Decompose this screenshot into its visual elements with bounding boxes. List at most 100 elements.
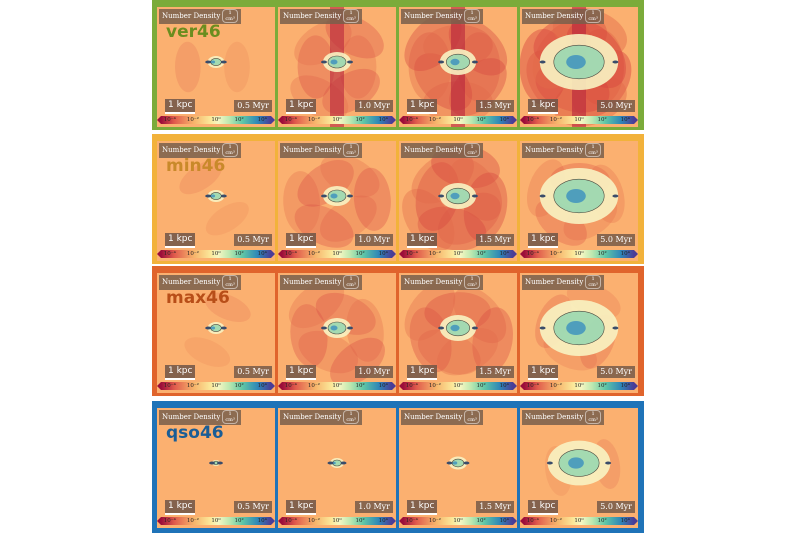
scale-bar: 1 kpc xyxy=(528,99,559,114)
colorbar-tick-label: 10² xyxy=(597,518,607,524)
time-label: 1.0 Myr xyxy=(355,100,393,112)
time-label: 0.5 Myr xyxy=(234,100,272,112)
colorbar-tick-label: 10⁻⁴ xyxy=(526,518,539,524)
colorbar-tick-label: 10⁴ xyxy=(257,117,267,123)
colorbar-tick-label: 10⁴ xyxy=(378,117,388,123)
colorbar-tick-label: 10⁰ xyxy=(574,117,584,123)
unit-denominator: cm³ xyxy=(225,16,235,22)
colorbar-tick-label: 10⁻² xyxy=(549,383,562,389)
colorbar-tick-label: 10⁴ xyxy=(620,117,630,123)
time-label: 5.0 Myr xyxy=(597,234,635,246)
colorbar-tick-label: 10² xyxy=(355,251,365,257)
colorbar-tick-label: 10² xyxy=(355,117,365,123)
colorbar-tick-label: 10⁻² xyxy=(307,251,320,257)
header-label: Number Density xyxy=(404,278,463,286)
unit-numerator: 1 xyxy=(470,411,474,417)
unit-denominator: cm³ xyxy=(225,282,235,288)
colorbar-tick-label: 10⁰ xyxy=(453,383,463,389)
time-label: 1.5 Myr xyxy=(476,366,514,378)
colorbar-tick-label: 10⁴ xyxy=(620,518,630,524)
colorbar-tick-label: 10² xyxy=(234,117,244,123)
colorbar-tick-label: 10⁻⁴ xyxy=(163,518,176,524)
header-label: Number Density xyxy=(525,278,584,286)
colorbar-tick-label: 10⁻⁴ xyxy=(405,518,418,524)
colorbar-tick-label: 10⁻² xyxy=(307,117,320,123)
colorbar-tick-label: 10⁻⁴ xyxy=(284,251,297,257)
colorbar-tick-label: 10⁴ xyxy=(378,518,388,524)
colorbar-tick-label: 10⁻² xyxy=(186,251,199,257)
scale-bar: 1 kpc xyxy=(407,99,438,114)
colorbar-tick-label: 10² xyxy=(355,518,365,524)
colorbar-tick-label: 10⁰ xyxy=(453,518,463,524)
scale-bar: 1 kpc xyxy=(407,500,438,515)
scale-bar: 1 kpc xyxy=(165,500,196,515)
unit-numerator: 1 xyxy=(591,411,595,417)
colorbar-tick-label: 10⁰ xyxy=(453,251,463,257)
unit-denominator: cm³ xyxy=(467,282,477,288)
scale-bar: 1 kpc xyxy=(165,99,196,114)
colorbar-tick-label: 10⁰ xyxy=(574,251,584,257)
time-label: 1.0 Myr xyxy=(355,234,393,246)
colorbar-tick-label: 10² xyxy=(355,383,365,389)
colorbar-tick-label: 10⁻⁴ xyxy=(526,251,539,257)
scale-bar: 1 kpc xyxy=(286,365,317,380)
header-label: Number Density xyxy=(525,413,584,421)
unit-numerator: 1 xyxy=(470,144,474,150)
unit-denominator: cm³ xyxy=(588,150,598,156)
row-label: qso46 xyxy=(166,423,224,443)
time-label: 1.0 Myr xyxy=(355,501,393,513)
colorbar-tick-label: 10⁻² xyxy=(186,117,199,123)
colorbar-tick-label: 10⁰ xyxy=(211,251,221,257)
header-label: Number Density xyxy=(162,278,221,286)
colorbar-tick-label: 10² xyxy=(234,251,244,257)
colorbar-tick-label: 10⁻² xyxy=(428,251,441,257)
header-label: Number Density xyxy=(404,146,463,154)
colorbar-tick-label: 10⁻⁴ xyxy=(163,383,176,389)
unit-denominator: cm³ xyxy=(346,282,356,288)
colorbar-tick-label: 10⁻² xyxy=(428,518,441,524)
colorbar-tick-label: 10² xyxy=(234,383,244,389)
colorbar-tick-label: 10⁰ xyxy=(211,518,221,524)
colorbar-tick-label: 10⁰ xyxy=(211,117,221,123)
unit-denominator: cm³ xyxy=(346,150,356,156)
density-map xyxy=(278,7,396,127)
colorbar-tick-label: 10⁻² xyxy=(186,518,199,524)
scale-bar: 1 kpc xyxy=(407,233,438,248)
row-label: ver46 xyxy=(166,22,221,42)
unit-numerator: 1 xyxy=(591,10,595,16)
colorbar-tick-label: 10⁴ xyxy=(257,251,267,257)
scale-bar: 1 kpc xyxy=(407,365,438,380)
unit-denominator: cm³ xyxy=(588,417,598,423)
